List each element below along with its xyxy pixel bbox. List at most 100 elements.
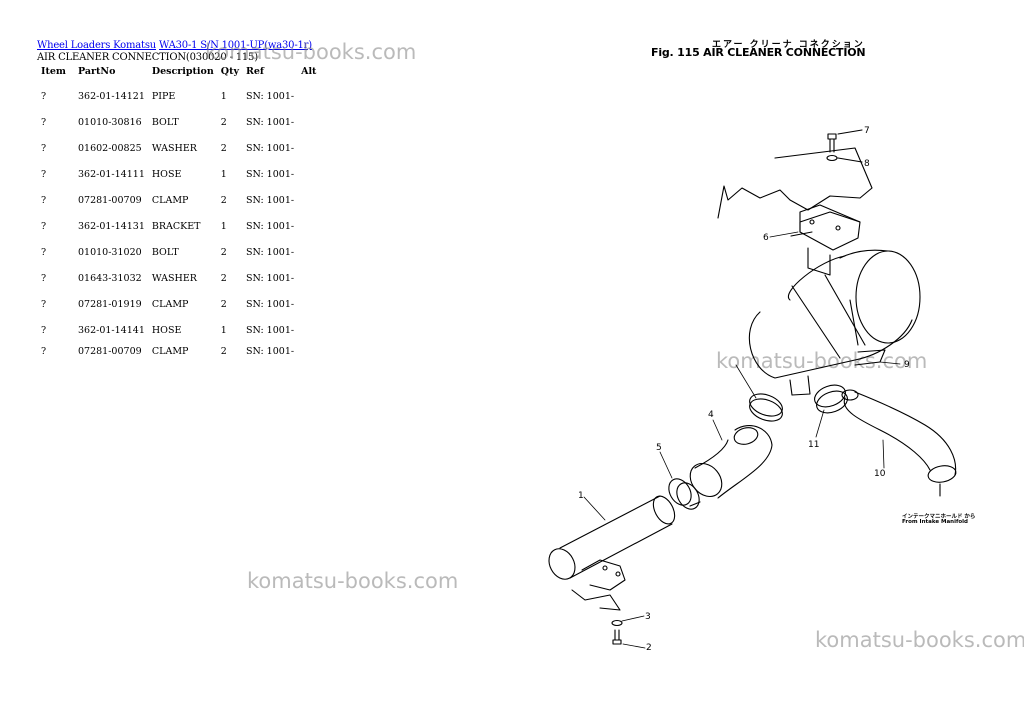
table-row: ? 362-01-14121 PIPE 1 SN: 1001- [36, 83, 318, 109]
cell-item: ? [41, 142, 47, 154]
clamp-upper [749, 393, 783, 422]
cell-qty: 2 [220, 298, 227, 310]
cell-item: ? [41, 324, 47, 336]
cell-description: CLAMP [151, 298, 189, 310]
callout-3: 3 [645, 612, 651, 622]
cell-item: ? [41, 272, 47, 284]
header-partno: PartNo [78, 66, 116, 77]
breadcrumb: Wheel Loaders Komatsu WA30-1 S/N 1001-UP… [37, 40, 312, 51]
callout-2: 2 [646, 643, 652, 653]
cell-partno: 01643-31032 [78, 272, 142, 284]
header-alt: Alt [301, 66, 317, 77]
air-cleaner-body [748, 249, 921, 396]
lower-bolt-washer [611, 619, 623, 645]
cell-partno: 07281-00709 [78, 345, 142, 357]
intake-note-en: From Intake Manifold [902, 519, 968, 525]
cell-ref: SN: 1001- [245, 168, 295, 180]
table-row: ? 01602-00825 WASHER 2 SN: 1001- [36, 135, 318, 161]
cell-ref: SN: 1001- [245, 220, 295, 232]
figure-title-jp: エアー クリーナ コネクション [712, 40, 865, 50]
callout-9: 9 [904, 360, 910, 370]
mounting-bracket [717, 147, 873, 276]
callout-6: 6 [763, 233, 769, 243]
cell-ref: SN: 1001- [245, 194, 295, 206]
cell-ref: SN: 1001- [245, 246, 295, 258]
cell-description: BOLT [151, 246, 179, 258]
cell-description: CLAMP [151, 345, 189, 357]
air-pipe [548, 495, 676, 611]
cell-qty: 1 [220, 90, 227, 102]
callout-5: 5 [656, 443, 662, 453]
cell-item: ? [41, 90, 47, 102]
cell-ref: SN: 1001- [245, 90, 295, 102]
cell-ref: SN: 1001- [245, 298, 295, 310]
table-row: ? 01010-31020 BOLT 2 SN: 1001- [36, 239, 318, 265]
header-ref: Ref [245, 66, 265, 77]
cell-item: ? [41, 298, 47, 310]
cell-partno: 01010-31020 [78, 246, 142, 258]
cell-description: BRACKET [151, 220, 201, 232]
cell-qty: 2 [220, 142, 227, 154]
cell-partno: 01010-30816 [78, 116, 142, 128]
cell-qty: 2 [220, 272, 227, 284]
cell-qty: 2 [220, 194, 227, 206]
cell-ref: SN: 1001- [245, 142, 295, 154]
figure-title: Fig. 115 AIR CLEANER CONNECTION [651, 46, 866, 59]
cell-qty: 1 [220, 168, 227, 180]
callout-10: 10 [874, 469, 886, 479]
watermark: komatsu-books.com [247, 569, 459, 593]
cell-qty: 2 [220, 246, 227, 258]
breadcrumb-link-model[interactable]: WA30-1 S/N 1001-UP(wa30-1r) [159, 40, 312, 51]
table-row: ? 362-01-14111 HOSE 1 SN: 1001- [36, 161, 318, 187]
cell-ref: SN: 1001- [245, 345, 295, 357]
cell-item: ? [41, 220, 47, 232]
breadcrumb-link-category[interactable]: Wheel Loaders Komatsu [37, 40, 157, 51]
cell-item: ? [41, 246, 47, 258]
intake-hose [841, 389, 957, 497]
cell-partno: 07281-01919 [78, 298, 142, 310]
callout-11: 11 [808, 440, 819, 450]
cell-description: PIPE [151, 90, 176, 102]
cell-item: ? [41, 194, 47, 206]
header-item: Item [41, 66, 66, 77]
parts-table: Item PartNo Description Qty Ref Alt ? 362… [36, 64, 318, 359]
watermark: komatsu-books.com [205, 40, 417, 64]
cell-partno: 362-01-14131 [78, 220, 145, 232]
header-qty: Qty [220, 66, 239, 77]
intake-note-jp: インテークマニホールド から [902, 514, 976, 520]
cell-partno: 362-01-14121 [78, 90, 145, 102]
cell-qty: 1 [220, 324, 227, 336]
cell-description: HOSE [151, 324, 182, 336]
cell-item: ? [41, 168, 47, 180]
cell-partno: 362-01-14111 [78, 168, 145, 180]
table-header-row: Item PartNo Description Qty Ref Alt [36, 64, 318, 83]
cell-qty: 1 [220, 220, 227, 232]
cell-partno: 362-01-14141 [78, 324, 145, 336]
page-subtitle: AIR CLEANER CONNECTION(030020 - 115) [37, 52, 258, 63]
leader-lines [583, 231, 901, 649]
callout-4: 4 [708, 410, 714, 420]
cell-ref: SN: 1001- [245, 116, 295, 128]
cell-description: WASHER [151, 142, 197, 154]
cell-ref: SN: 1001- [245, 324, 295, 336]
clamp-lower [668, 478, 701, 510]
cell-description: HOSE [151, 168, 182, 180]
header-description: Description [151, 66, 214, 77]
cell-partno: 01602-00825 [78, 142, 142, 154]
callout-7: 7 [864, 126, 870, 136]
bolt-and-washer [826, 129, 863, 163]
cell-description: WASHER [151, 272, 197, 284]
cell-item: ? [41, 345, 47, 357]
table-row: ? 362-01-14131 BRACKET 1 SN: 1001- [36, 213, 318, 239]
cell-qty: 2 [220, 116, 227, 128]
table-row: ? 07281-01919 CLAMP 2 SN: 1001- [36, 291, 318, 317]
watermark: komatsu-books.com [716, 349, 928, 373]
cell-description: CLAMP [151, 194, 189, 206]
